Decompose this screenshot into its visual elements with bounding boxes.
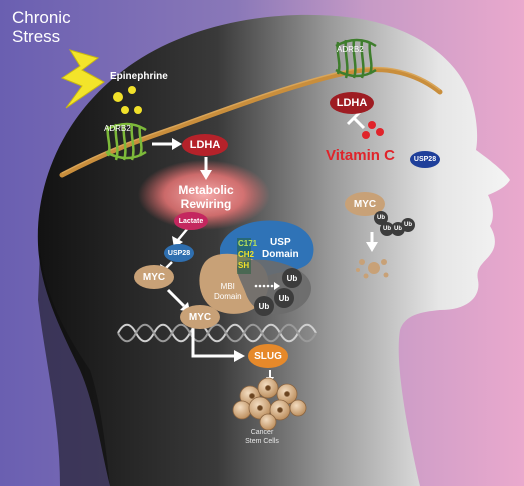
metabolic-line1: Metabolic: [178, 183, 234, 197]
metabolic-rewiring-label: Metabolic Rewiring: [174, 183, 238, 211]
arrow-adrb2-ldha: [152, 138, 182, 150]
mbi-domain-label: MBI Domain: [214, 282, 242, 302]
ub-tag-r1: Ub: [374, 211, 388, 225]
lactate-node: Lactate: [174, 212, 208, 230]
dna-helix: [117, 323, 317, 343]
ub-tag-r2: Ub: [380, 222, 394, 236]
cancer-stem-cells-cluster: [232, 377, 307, 431]
usp-domain-label: USP Domain: [262, 237, 299, 261]
arrow-myc-slug: [191, 328, 245, 362]
vitamin-c-label: Vitamin C: [326, 147, 395, 164]
mbi-domain-line2: Domain: [214, 292, 242, 301]
adrb2-receptor-left: [105, 122, 147, 161]
vitamin-c-molecules: [362, 121, 384, 139]
residue-labels: C171 CH2 SH: [238, 238, 257, 271]
lightning-icon: [60, 49, 105, 109]
usp28-node-right: USP28: [410, 151, 440, 168]
ub-tag-3: Ub: [254, 296, 274, 316]
arrow-ldha-metabolic: [200, 157, 212, 180]
epinephrine-label: Epinephrine: [110, 71, 168, 82]
adrb2-label-right: ADRB2: [337, 45, 364, 54]
residue-strip: [237, 238, 251, 274]
adrb2-receptor-right: [335, 38, 377, 79]
myc-node-1: MYC: [134, 265, 174, 289]
csc-line1: Cancer: [250, 429, 274, 436]
deubiquitination-arrow: [254, 282, 280, 290]
ldha-node-left: LDHA: [182, 134, 228, 156]
jaw-shadow: [38, 250, 110, 486]
slug-node: SLUG: [248, 344, 288, 368]
myc-node-2: MYC: [180, 305, 220, 329]
csc-line2: Stem Cells: [245, 438, 279, 445]
metabolic-glow: [138, 160, 270, 230]
usp-domain-line2: Domain: [262, 249, 299, 260]
adrb2-label-left: ADRB2: [104, 124, 131, 133]
ub-tag-1: Ub: [282, 268, 302, 288]
arrow-myc-degradation: [366, 232, 378, 252]
usp-domain-line1: USP: [270, 237, 291, 248]
ldha-node-right: LDHA: [330, 92, 374, 114]
metabolic-line2: Rewiring: [180, 197, 232, 211]
degraded-myc-fragments: [356, 259, 389, 279]
vitamin-c-inhibition: [346, 110, 366, 130]
residue-ch2: CH2: [238, 250, 255, 259]
usp28-node-left: USP28: [164, 244, 194, 262]
residue-c171: C171: [238, 239, 258, 248]
stress-line2: Stress: [12, 27, 61, 46]
mbi-domain-line1: MBI: [220, 282, 235, 291]
ub-tag-2: Ub: [274, 288, 294, 308]
cancer-stem-cells-label: Cancer Stem Cells: [236, 428, 288, 446]
ub-tag-r4: Ub: [401, 218, 415, 232]
chronic-stress-label: Chronic Stress: [12, 8, 71, 46]
residue-sh: SH: [238, 261, 250, 270]
nerve-fiber: [59, 66, 443, 178]
stress-line1: Chronic: [12, 8, 71, 27]
epinephrine-molecules: [113, 86, 142, 114]
